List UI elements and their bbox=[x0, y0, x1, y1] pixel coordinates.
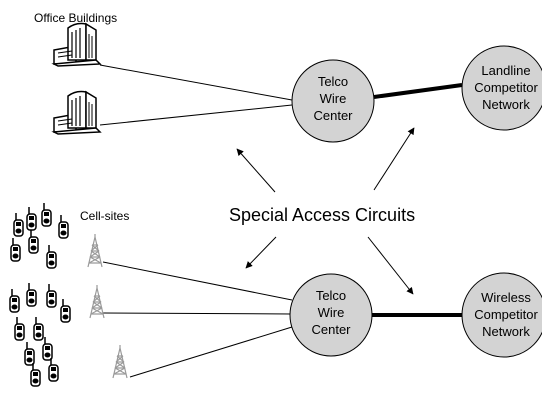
landline-competitor-network: Landline Competitor Network bbox=[461, 45, 542, 131]
link-office1-telco-top bbox=[99, 64, 293, 101]
arrow-to-cell-links bbox=[245, 236, 277, 269]
arrow-to-office-links bbox=[236, 148, 276, 193]
node-label: Competitor bbox=[474, 307, 538, 322]
node-label: Wireless bbox=[481, 290, 531, 305]
telco-wire-center-bottom: Telco Wire Center bbox=[289, 273, 373, 357]
cell-phone-icon bbox=[30, 362, 41, 387]
cell-phone-icon bbox=[10, 237, 21, 262]
node-label: Landline bbox=[481, 63, 530, 78]
link-tower2-telco-bottom bbox=[102, 312, 293, 315]
link-office2-telco-top bbox=[99, 104, 293, 126]
cell-phone-icon bbox=[24, 341, 35, 366]
node-label: Network bbox=[482, 324, 530, 339]
cell-phone-icon bbox=[46, 244, 57, 269]
node-label: Center bbox=[311, 322, 351, 337]
cell-phone-icon bbox=[46, 283, 57, 308]
cell-tower-icon bbox=[89, 284, 105, 319]
cell-phone-icon bbox=[48, 357, 59, 382]
cell-phone-icon bbox=[9, 288, 20, 313]
node-label: Competitor bbox=[474, 80, 538, 95]
trunk-telco-top-landline bbox=[373, 83, 463, 99]
office-building-icon bbox=[53, 22, 101, 67]
arrow-to-wireless-trunk bbox=[367, 236, 414, 295]
cell-sites-label: Cell-sites bbox=[80, 209, 129, 223]
link-tower1-telco-bottom bbox=[102, 261, 293, 301]
cell-phone-icon bbox=[60, 298, 71, 323]
arrow-to-landline-trunk bbox=[373, 127, 415, 191]
cell-phone-icon bbox=[33, 316, 44, 341]
node-label: Wire bbox=[320, 91, 347, 106]
link-tower3-telco-bottom bbox=[129, 326, 293, 378]
node-label: Telco bbox=[316, 288, 346, 303]
node-label: Network bbox=[482, 97, 530, 112]
cell-phone-icon bbox=[26, 282, 37, 307]
office-building-icon bbox=[53, 90, 101, 135]
wireless-competitor-network: Wireless Competitor Network bbox=[461, 272, 542, 358]
cell-phone-icon bbox=[13, 212, 24, 237]
cell-phone-icon bbox=[14, 316, 25, 341]
cell-tower-icon bbox=[112, 344, 128, 379]
cell-phone-icon bbox=[58, 214, 69, 239]
node-label: Center bbox=[313, 108, 353, 123]
cell-phone-icon bbox=[26, 206, 37, 231]
special-access-circuits-label: Special Access Circuits bbox=[229, 205, 415, 225]
cell-phone-icon bbox=[28, 229, 39, 254]
node-label: Telco bbox=[318, 74, 348, 89]
cell-phone-icon bbox=[42, 336, 53, 361]
telco-wire-center-top: Telco Wire Center bbox=[291, 59, 375, 143]
cell-phone-icon bbox=[41, 202, 52, 227]
node-label: Wire bbox=[318, 305, 345, 320]
cell-tower-icon bbox=[87, 233, 103, 268]
office-buildings-label: Office Buildings bbox=[34, 11, 117, 25]
